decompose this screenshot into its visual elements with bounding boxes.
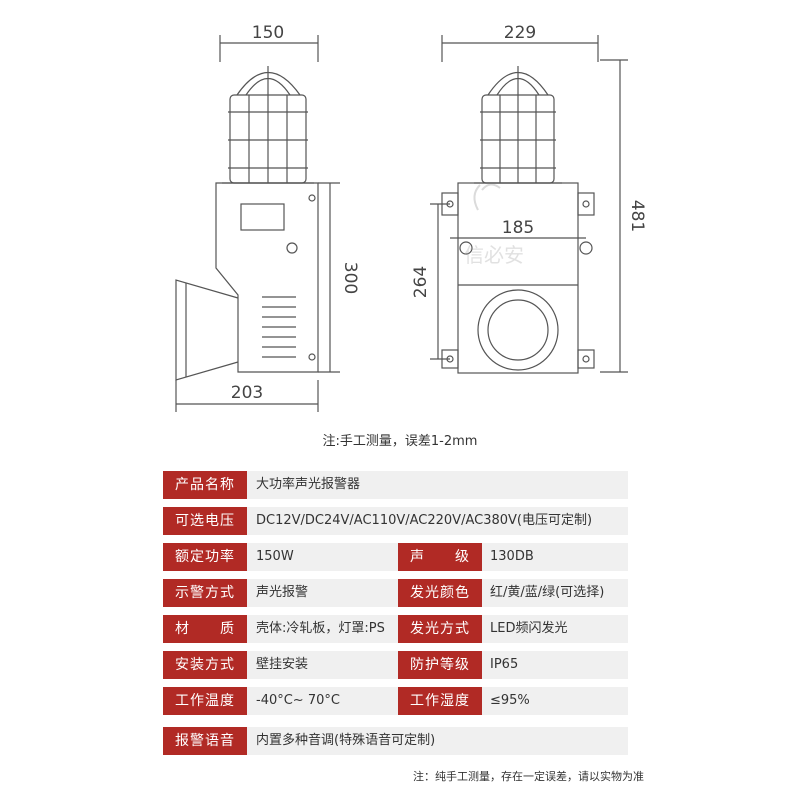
spec-value: 红/黄/蓝/绿(可选择) [490, 585, 605, 600]
spec-value: 声光报警 [256, 585, 309, 600]
svg-text:信必安: 信必安 [464, 243, 524, 267]
dim-right-width: 229 [504, 23, 536, 43]
spec-value: -40°C~ 70°C [256, 693, 340, 708]
spec-label: 发光方式 [398, 615, 482, 643]
spec-label: 示警方式 [163, 579, 247, 607]
spec-label: 报警语音 [163, 727, 247, 755]
spec-label: 发光颜色 [398, 579, 482, 607]
footer-disclaimer: 注：纯手工测量，存在一定误差，请以实物为准 [413, 770, 644, 783]
spec-label: 工作湿度 [398, 687, 482, 715]
spec-value: LED频闪发光 [490, 621, 568, 636]
dim-right-inner-width: 185 [502, 218, 534, 238]
spec-value: IP65 [490, 657, 519, 672]
spec-value: 内置多种音调(特殊语音可定制) [256, 733, 436, 748]
spec-label: 可选电压 [163, 507, 247, 535]
spec-label: 声 级 [398, 543, 482, 571]
spec-label: 安装方式 [163, 651, 247, 679]
spec-label: 产品名称 [163, 471, 247, 499]
dim-left-height: 300 [340, 262, 360, 294]
spec-value: 130DB [490, 549, 534, 564]
spec-value: 大功率声光报警器 [256, 477, 361, 492]
spec-label: 工作温度 [163, 687, 247, 715]
spec-label: 材 质 [163, 615, 247, 643]
dim-right-height: 481 [627, 200, 647, 232]
spec-value: 150W [256, 549, 294, 564]
spec-value: DC12V/DC24V/AC110V/AC220V/AC380V(电压可定制) [256, 513, 593, 528]
dim-right-inner-height: 264 [411, 266, 431, 298]
dimension-drawing: 信必安 150 300 203 229 481 185 264 [175, 23, 647, 412]
brand-logo-watermark: 信必安 [464, 183, 524, 267]
dim-left-width: 150 [252, 23, 284, 43]
spec-label: 额定功率 [163, 543, 247, 571]
measurement-note: 注:手工测量，误差1-2mm [322, 434, 478, 449]
spec-value: 壁挂安装 [256, 657, 309, 672]
spec-value: ≤95% [490, 693, 530, 708]
spec-label: 防护等级 [398, 651, 482, 679]
spec-value: 壳体:冷轧板，灯罩:PS [256, 621, 385, 636]
dim-left-depth: 203 [231, 383, 263, 403]
